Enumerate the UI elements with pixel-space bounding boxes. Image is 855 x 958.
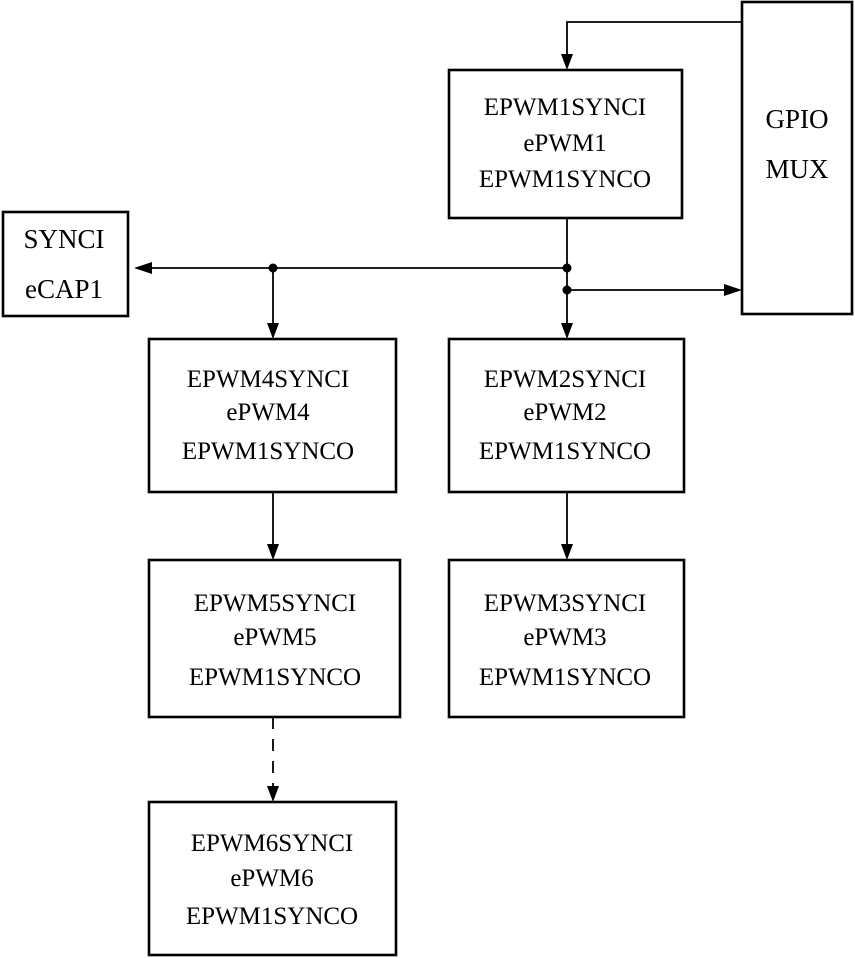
block-gpio-mux-frame [740, 0, 854, 316]
epwm2-synco-label: EPWM1SYNCO [479, 438, 651, 465]
epwm1-synco-label: EPWM1SYNCO [479, 166, 651, 193]
block-epwm5-frame [147, 558, 402, 719]
block-epwm5: EPWM5SYNCI ePWM5 EPWM1SYNCO [147, 558, 402, 719]
block-epwm6-frame [147, 800, 398, 957]
epwm3-synci-label: EPWM3SYNCI [484, 590, 647, 617]
block-epwm3-frame [447, 558, 686, 719]
epwm2-module-label: ePWM2 [523, 399, 606, 426]
epwm5-module-label: ePWM5 [233, 624, 316, 651]
epwm4-module-label: ePWM4 [226, 399, 310, 426]
ecap1-synci-label: SYNCI [23, 224, 104, 254]
epwm5-synco-label: EPWM1SYNCO [189, 664, 361, 691]
block-gpio-mux: GPIO MUX [740, 0, 854, 316]
arrow-into-epwm4 [267, 323, 279, 339]
wire-gpio-to-epwm1 [566, 21, 742, 54]
block-epwm3: EPWM3SYNCI ePWM3 EPWM1SYNCO [447, 558, 686, 719]
block-epwm2: EPWM2SYNCI ePWM2 EPWM1SYNCO [447, 337, 686, 494]
epwm5-synci-label: EPWM5SYNCI [194, 590, 357, 617]
arrow-into-gpio-mux [724, 284, 742, 296]
epwm3-module-label: ePWM3 [523, 624, 606, 651]
block-epwm1-frame [447, 68, 684, 220]
arrow-into-ecap1 [134, 262, 152, 274]
epwm1-synci-label: EPWM1SYNCI [484, 94, 647, 121]
ecap1-module-label: eCAP1 [25, 274, 103, 304]
junction-dot [268, 263, 278, 273]
epwm4-synci-label: EPWM4SYNCI [187, 366, 350, 393]
epwm2-synci-label: EPWM2SYNCI [484, 366, 647, 393]
block-epwm4-frame [147, 337, 398, 494]
epwm3-synco-label: EPWM1SYNCO [479, 664, 651, 691]
epwm6-synci-label: EPWM6SYNCI [191, 830, 354, 857]
mux-label: MUX [765, 154, 829, 184]
arrow-into-epwm6 [267, 786, 279, 802]
epwm4-synco-label: EPWM1SYNCO [182, 438, 354, 465]
arrow-into-epwm1 [561, 54, 573, 70]
block-epwm6: EPWM6SYNCI ePWM6 EPWM1SYNCO [147, 800, 398, 957]
epwm1-module-label: ePWM1 [523, 130, 606, 157]
block-epwm4: EPWM4SYNCI ePWM4 EPWM1SYNCO [147, 337, 398, 494]
epwm6-synco-label: EPWM1SYNCO [186, 903, 358, 930]
block-ecap1: SYNCI eCAP1 [1, 210, 130, 318]
arrow-into-epwm5 [267, 544, 279, 560]
block-ecap1-frame [1, 210, 130, 318]
gpio-label: GPIO [765, 104, 828, 134]
arrow-into-epwm2 [561, 323, 573, 339]
junction-dot [562, 285, 572, 295]
junction-dot [562, 263, 572, 273]
arrow-into-epwm3 [561, 544, 573, 560]
block-epwm1: EPWM1SYNCI ePWM1 EPWM1SYNCO [447, 68, 684, 220]
epwm6-module-label: ePWM6 [230, 865, 313, 892]
block-epwm2-frame [447, 337, 686, 494]
